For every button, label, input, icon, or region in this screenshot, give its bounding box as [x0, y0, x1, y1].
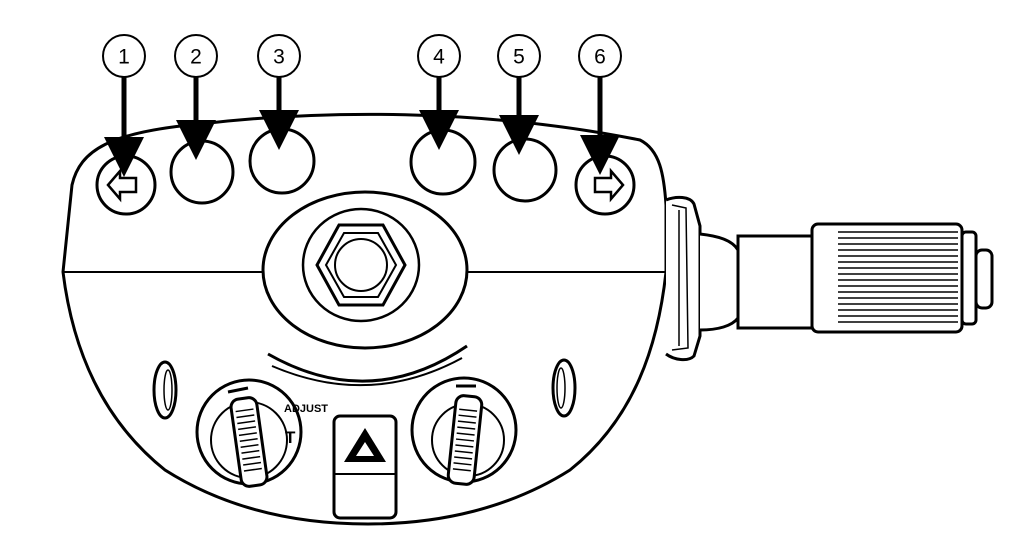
- callout-5: 5: [497, 34, 541, 155]
- hazard-triangle-icon: [344, 428, 386, 462]
- svg-text:3: 3: [273, 46, 285, 69]
- side-connector: [665, 195, 994, 362]
- callout-6: 6: [578, 34, 622, 175]
- button-3[interactable]: [248, 127, 316, 195]
- left-dial-label-side: T: [285, 428, 296, 447]
- callout-4: 4: [417, 34, 461, 150]
- nut-center: [334, 238, 388, 292]
- left-dial[interactable]: [195, 378, 303, 488]
- left-dial-label-top: ADJUST: [284, 403, 328, 415]
- right-slot: [551, 358, 577, 418]
- right-dial[interactable]: [410, 376, 518, 486]
- button-4[interactable]: [409, 128, 477, 196]
- callout-1: 1: [102, 34, 146, 177]
- button-5[interactable]: [492, 137, 558, 203]
- arc-indicator: [267, 344, 468, 383]
- left-slot: [152, 360, 178, 420]
- callout-3: 3: [257, 34, 301, 150]
- svg-text:6: 6: [594, 46, 606, 69]
- svg-text:5: 5: [513, 46, 525, 69]
- svg-text:2: 2: [190, 46, 202, 69]
- callout-2: 2: [174, 34, 218, 160]
- hazard-button[interactable]: [332, 414, 398, 520]
- svg-text:1: 1: [118, 46, 130, 69]
- button-2[interactable]: [169, 139, 235, 205]
- svg-text:4: 4: [433, 46, 445, 69]
- left-dial-top-marks: [227, 386, 249, 394]
